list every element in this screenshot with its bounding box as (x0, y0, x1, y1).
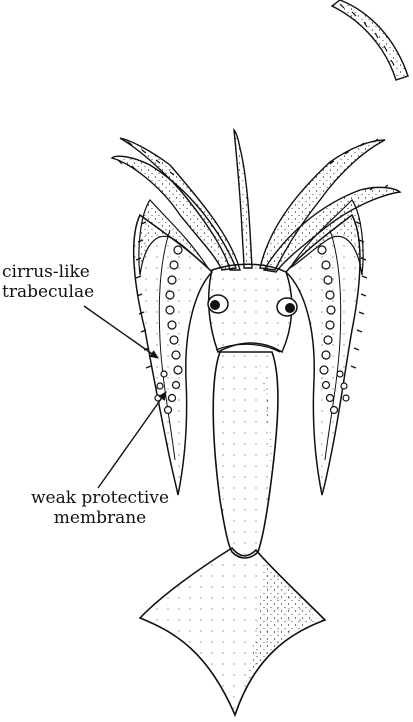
tentacle-fragment (332, 0, 408, 80)
fin (140, 548, 325, 715)
eye-left (208, 295, 228, 313)
mantle (213, 352, 278, 558)
membrane-pointer-arrow (98, 392, 166, 488)
label-membrane-line1: weak protective (5, 488, 195, 508)
label-cirrus-line2: trabeculae (2, 282, 88, 302)
label-weak-protective-membrane: weak protective membrane (5, 488, 195, 528)
left-arms (134, 200, 212, 495)
label-cirrus-line1: cirrus-like (2, 262, 88, 282)
eye-right (277, 298, 297, 316)
label-cirrus-like-trabeculae: cirrus-like trabeculae (2, 262, 88, 302)
label-membrane-line2: membrane (5, 508, 195, 528)
